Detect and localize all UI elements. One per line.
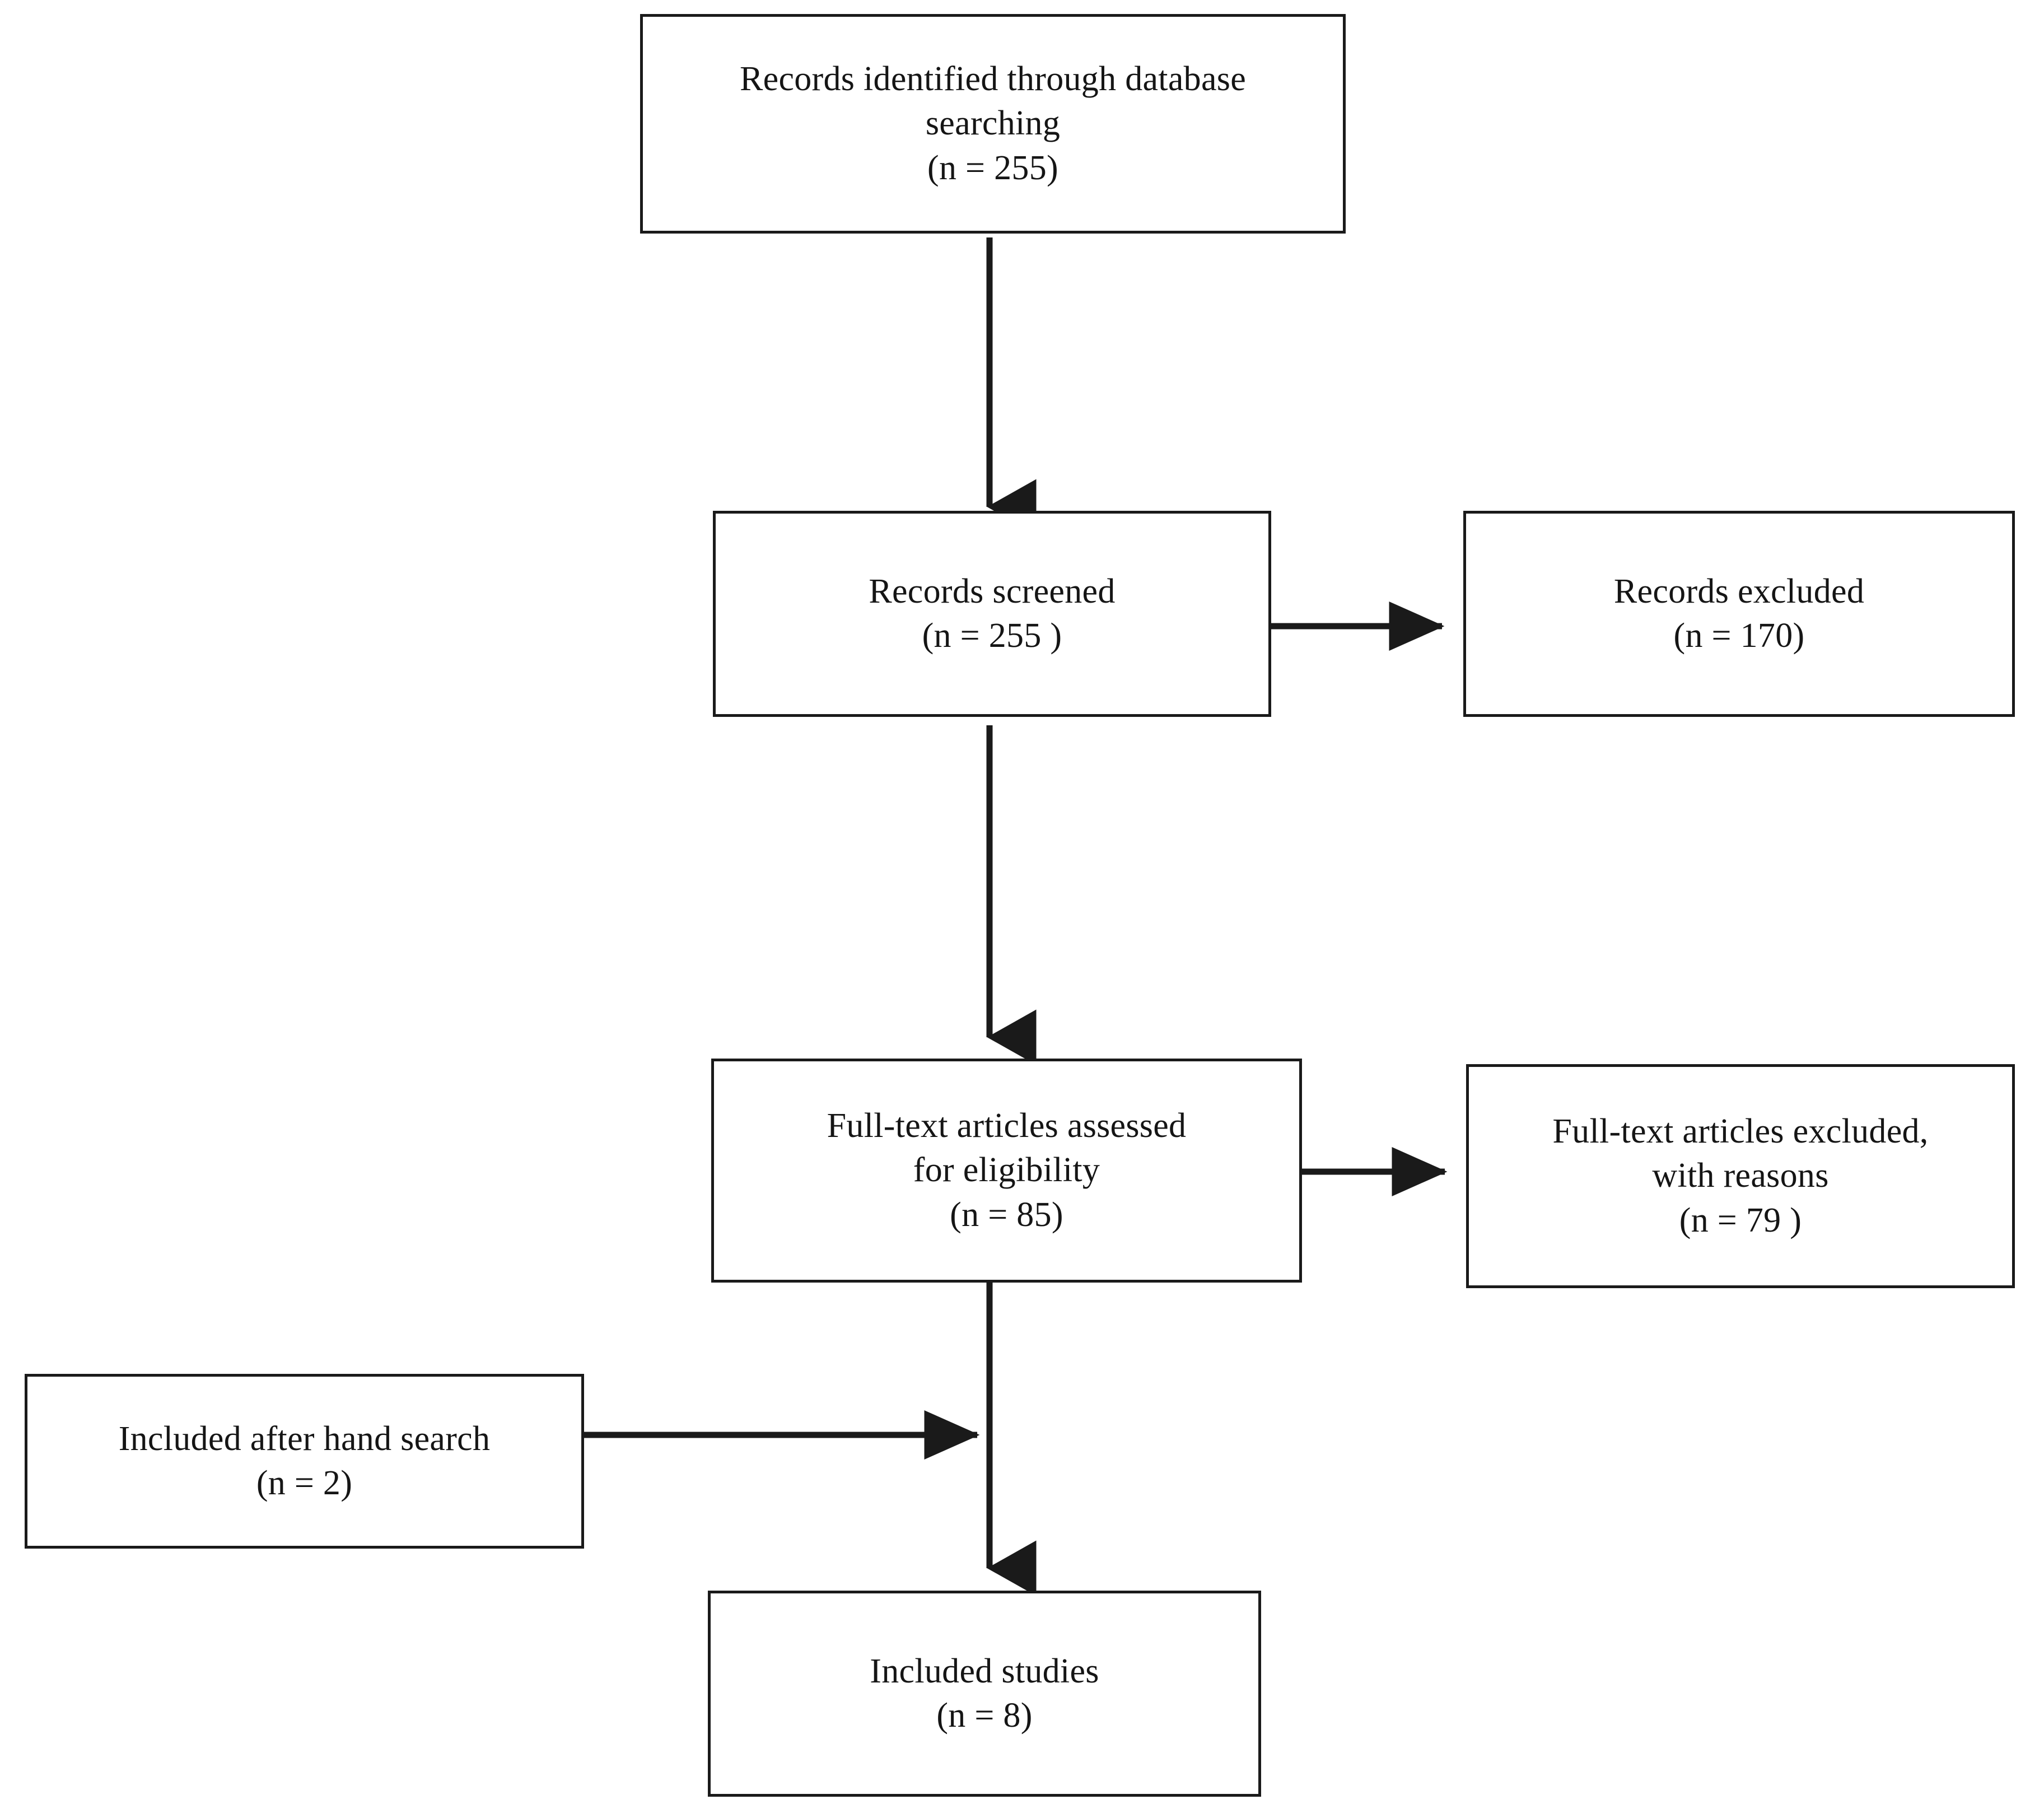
included-after-hand-search-box: Included after hand search (n = 2) (25, 1374, 584, 1549)
included-after-hand-search-text: Included after hand search (n = 2) (118, 1419, 491, 1502)
records-excluded-box: Records excluded (n = 170) (1463, 511, 2015, 717)
included-studies-text: Included studies (n = 8) (870, 1652, 1099, 1735)
records-excluded-text: Records excluded (n = 170) (1613, 572, 1865, 655)
included-studies-box: Included studies (n = 8) (708, 1591, 1261, 1797)
records-identified-text: Records identified through database sear… (739, 59, 1247, 187)
records-screened-text: Records screened (n = 255 ) (869, 572, 1116, 655)
records-identified-box: Records identified through database sear… (640, 14, 1346, 234)
full-text-assessed-box: Full-text articles assessed for eligibil… (711, 1059, 1302, 1283)
records-screened-box: Records screened (n = 255 ) (713, 511, 1271, 717)
full-text-excluded-text: Full-text articles excluded, with reason… (1552, 1112, 1929, 1239)
full-text-excluded-box: Full-text articles excluded, with reason… (1466, 1064, 2015, 1288)
full-text-assessed-text: Full-text articles assessed for eligibil… (827, 1106, 1187, 1234)
